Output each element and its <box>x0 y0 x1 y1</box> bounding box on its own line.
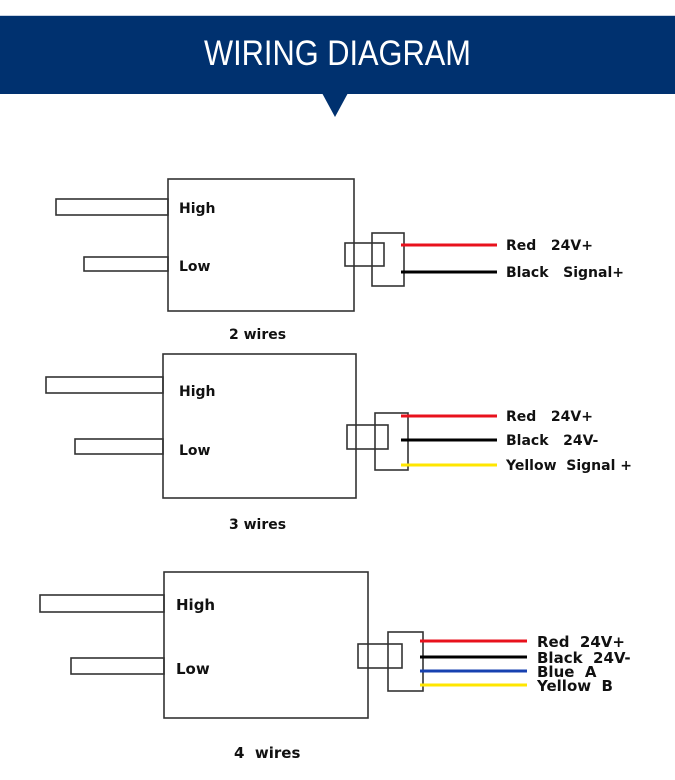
yellow-wire-label: Yellow Signal + <box>505 458 632 474</box>
page-title: WIRING DIAGRAM <box>204 34 471 73</box>
connector-plug <box>344 242 385 267</box>
diagram-3-wires <box>45 353 409 499</box>
diagram-caption: 3 wires <box>229 517 286 533</box>
sensor-body <box>162 353 357 499</box>
black-wire-label: Black 24V- <box>506 433 598 449</box>
high-port-prong <box>39 594 165 613</box>
low-port-label: Low <box>176 660 210 678</box>
blue-wire-label: Blue A <box>537 663 597 681</box>
high-port-prong <box>55 198 169 216</box>
header-banner: WIRING DIAGRAM <box>0 15 675 94</box>
wires-layer: Red 24V+Black Signal+Red 24V+Black 24V-Y… <box>401 238 632 695</box>
red-wire-label: Red 24V+ <box>506 238 593 254</box>
high-port-prong <box>45 376 164 394</box>
low-port-prong <box>70 657 165 675</box>
diagram-4-wires <box>39 571 424 719</box>
black-wire-label: Black Signal+ <box>506 265 624 281</box>
low-port-prong <box>74 438 164 455</box>
sensor-body <box>163 571 369 719</box>
low-port-prong <box>83 256 169 272</box>
connector-housing <box>371 232 405 287</box>
diagram-caption: 2 wires <box>229 327 286 343</box>
banner-pointer <box>322 93 348 117</box>
low-port-label: Low <box>179 443 211 459</box>
connector-plug <box>357 643 403 669</box>
diagram-2-wires <box>55 178 405 312</box>
connector-housing <box>387 631 424 692</box>
red-wire-label: Red 24V+ <box>506 409 593 425</box>
yellow-wire-label: Yellow B <box>536 677 613 695</box>
high-port-label: High <box>179 384 216 400</box>
high-port-label: High <box>176 596 215 614</box>
connector-plug <box>346 424 389 450</box>
sensor-body <box>167 178 355 312</box>
black-wire-label: Black 24V- <box>537 649 631 667</box>
red-wire-label: Red 24V+ <box>537 633 625 651</box>
high-port-label: High <box>179 201 216 217</box>
low-port-label: Low <box>179 259 211 275</box>
diagram-caption: 4 wires <box>234 744 300 762</box>
